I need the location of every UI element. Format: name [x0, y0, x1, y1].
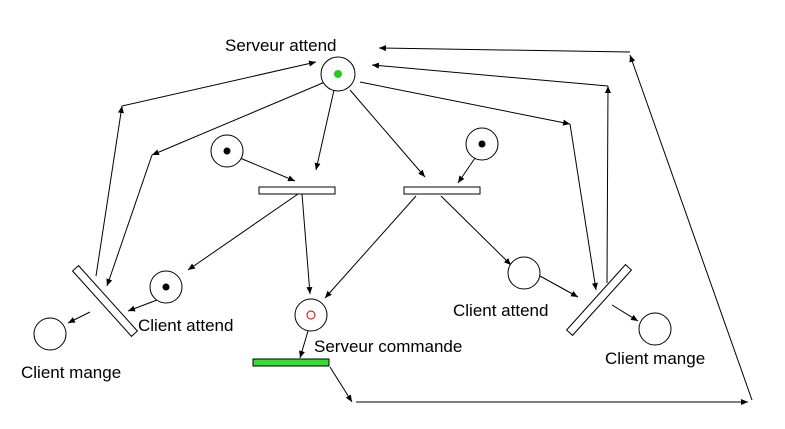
label-client-attend-right: Client attend — [453, 301, 548, 320]
arc-right-edge-up — [629, 54, 753, 401]
arc-bottom-right-loop — [329, 366, 353, 403]
token-serveur-commande — [306, 310, 316, 320]
arc-right-eat-to-client-mange — [611, 304, 639, 322]
arc-server-to-right-transition — [349, 89, 426, 178]
token-serveur-attend — [334, 70, 342, 78]
transition-serveur-active — [252, 358, 330, 367]
place-client-mange-left — [33, 317, 67, 351]
arc-server-to-left-transition — [314, 89, 335, 171]
label-client-mange-left: Client mange — [21, 363, 121, 382]
transition-right — [403, 186, 481, 195]
arc-left-transition-to-client-attend — [187, 193, 299, 271]
arc-server-to-left-eat-transition — [151, 81, 326, 156]
transition-eat-right — [565, 263, 633, 337]
labels: Serveur attend Client attend Client mang… — [21, 36, 705, 382]
label-serveur-commande: Serveur commande — [314, 337, 462, 356]
token-left — [223, 147, 231, 155]
place-client-attend-right — [507, 256, 541, 290]
places — [33, 56, 672, 351]
token-client-attend-left — [162, 283, 170, 291]
arc-left-client-attend-to-eat — [127, 299, 158, 312]
transition-eat-left — [71, 264, 139, 338]
label-client-attend-left: Client attend — [138, 316, 233, 335]
arc-left-eat-up — [106, 154, 153, 287]
transitions — [71, 186, 633, 367]
arc-right-eat-return-to-server — [371, 62, 609, 87]
arc-token-left-to-transition — [239, 157, 296, 182]
arc-top-back-to-server — [378, 45, 631, 53]
arc-left-eat-return-up — [95, 105, 124, 277]
arc-server-to-right-eat-transition — [359, 81, 571, 126]
arc-left-eat-return-to-server — [121, 60, 317, 107]
arc-left-transition-to-serveur-commande — [301, 193, 313, 295]
place-client-mange-right — [638, 312, 672, 346]
token-right — [478, 140, 486, 148]
arc-right-client-attend-to-eat — [539, 275, 579, 298]
arc-token-right-to-transition — [457, 157, 476, 184]
transition-left — [258, 186, 336, 195]
arc-right-eat-return-up — [604, 85, 611, 284]
arc-right-transition-to-serveur-commande — [324, 195, 417, 299]
arcs — [67, 45, 753, 405]
label-client-mange-right: Client mange — [605, 349, 705, 368]
arc-left-eat-to-client-mange — [67, 311, 91, 324]
arc-right-transition-to-client-attend — [440, 195, 512, 266]
arc-right-eat-down — [569, 123, 598, 291]
label-serveur-attend: Serveur attend — [225, 36, 337, 55]
arc-serveur-commande-to-active-transition — [299, 330, 309, 359]
